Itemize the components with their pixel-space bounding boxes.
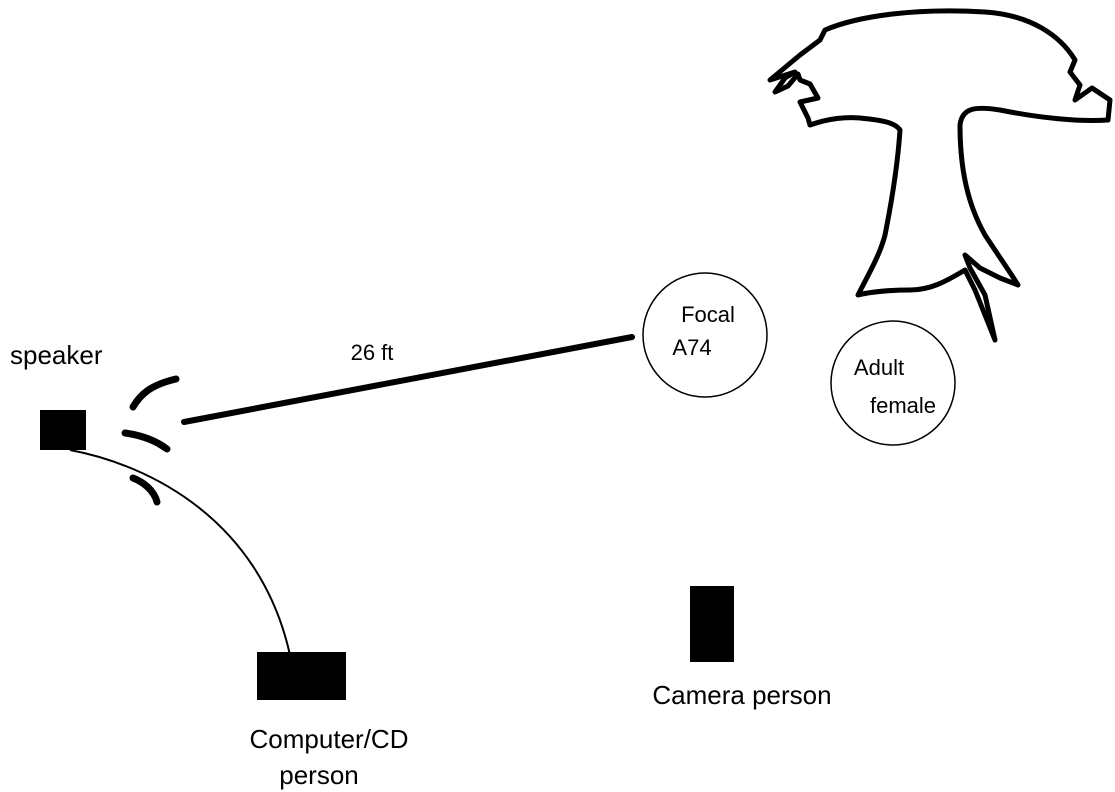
focal-label-line1: Focal	[681, 302, 735, 327]
distance-label: 26 ft	[351, 340, 394, 365]
sound-waves-icon	[121, 375, 180, 506]
focal-individual-circle	[642, 272, 768, 398]
tree-icon	[767, 8, 1113, 343]
focal-label-line2: A74	[672, 335, 711, 360]
speaker-cable	[69, 449, 291, 656]
adult-female-circle	[830, 320, 956, 446]
computer-person-icon	[257, 652, 346, 700]
camera-person-icon	[690, 586, 734, 662]
camera-label: Camera person	[652, 680, 831, 710]
speaker-icon	[40, 410, 86, 450]
computer-label-line2: person	[279, 760, 359, 790]
adult-female-label-line2: female	[870, 393, 936, 418]
distance-line	[181, 334, 635, 425]
adult-female-label-line1: Adult	[854, 355, 904, 380]
computer-label-line1: Computer/CD	[250, 724, 409, 754]
speaker-label: speaker	[10, 340, 103, 370]
